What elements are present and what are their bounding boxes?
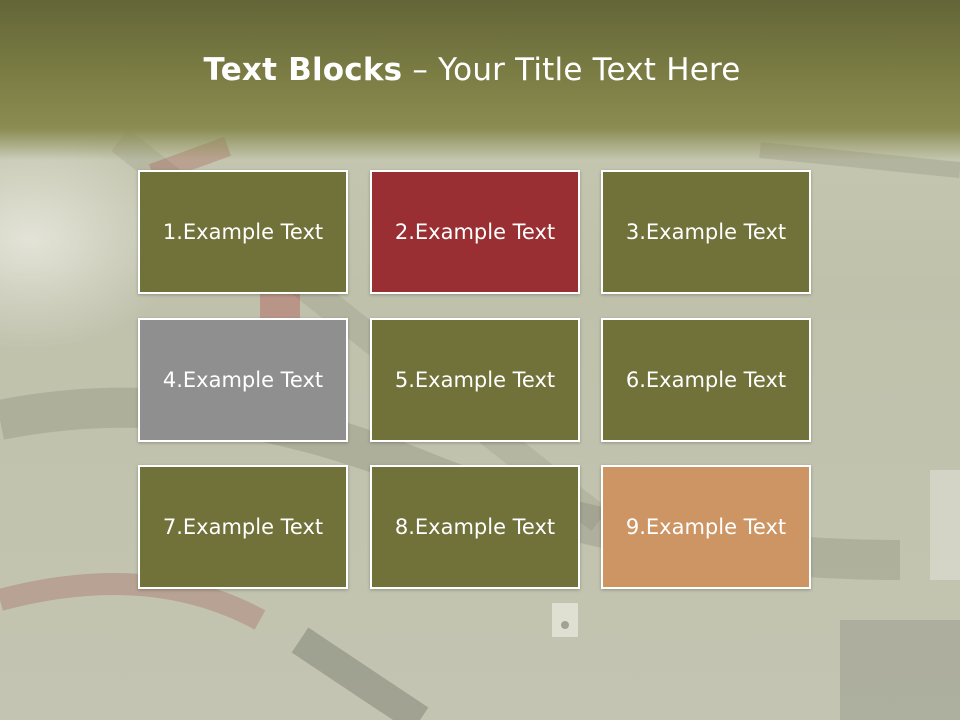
text-block-label: 8.Example Text [394, 515, 556, 539]
title-separator: – [402, 52, 439, 88]
text-block-1: 1.Example Text [138, 170, 348, 294]
text-block-label: 4.Example Text [162, 368, 324, 392]
text-block-6: 6.Example Text [601, 318, 811, 442]
text-block-label: 7.Example Text [162, 515, 324, 539]
text-block-3: 3.Example Text [601, 170, 811, 294]
text-block-4: 4.Example Text [138, 318, 348, 442]
text-block-7: 7.Example Text [138, 465, 348, 589]
title-rest: Your Title Text Here [438, 52, 741, 88]
text-block-label: 9.Example Text [625, 515, 787, 539]
title-band [0, 0, 960, 160]
text-block-label: 2.Example Text [394, 220, 556, 244]
text-block-2: 2.Example Text [370, 170, 580, 294]
text-block-label: 5.Example Text [394, 368, 556, 392]
text-block-label: 1.Example Text [162, 220, 324, 244]
page-title: Text Blocks – Your Title Text Here [0, 52, 944, 88]
text-block-label: 3.Example Text [625, 220, 787, 244]
text-block-8: 8.Example Text [370, 465, 580, 589]
text-block-9: 9.Example Text [601, 465, 811, 589]
title-bold-part: Text Blocks [203, 52, 403, 88]
text-block-5: 5.Example Text [370, 318, 580, 442]
text-block-label: 6.Example Text [625, 368, 787, 392]
